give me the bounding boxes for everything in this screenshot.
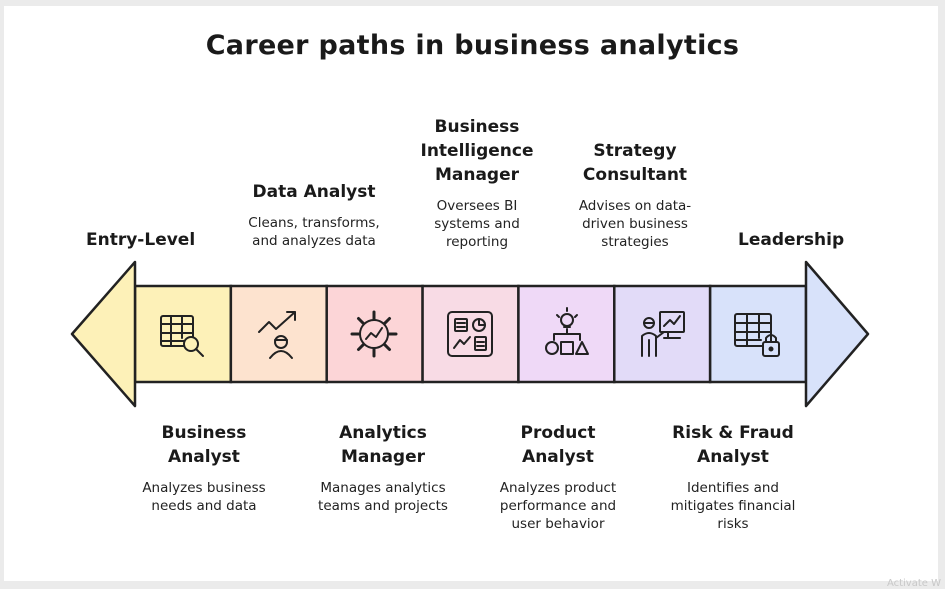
arrow-right-head	[804, 260, 870, 408]
role-description: Analyzes business needs and data	[142, 480, 266, 514]
role-title: Risk & Fraud Analyst	[672, 423, 794, 467]
leadership-label: Leadership	[738, 230, 845, 250]
role-data-analyst: Data Analyst Cleans, transforms, and ana…	[229, 180, 399, 250]
dashboard-icon	[447, 311, 493, 357]
gear-chart-icon	[350, 310, 398, 358]
role-description: Cleans, transforms, and analyzes data	[248, 215, 380, 249]
role-title: Analytics Manager	[339, 423, 427, 467]
role-strategy-consultant: Strategy Consultant Advises on data- dri…	[560, 139, 710, 251]
arrow-segments	[133, 284, 808, 384]
arrow-left-head	[70, 260, 137, 408]
role-description: Analyzes product performance and user be…	[499, 480, 617, 532]
role-description: Oversees BI systems and reporting	[434, 198, 520, 250]
person-growth-icon	[258, 311, 296, 359]
role-bi-manager: Business Intelligence Manager Oversees B…	[397, 115, 557, 251]
role-description: Identifies and mitigates financial risks	[670, 480, 796, 532]
presenter-chart-icon	[641, 311, 685, 357]
table-search-icon	[160, 315, 204, 357]
role-title: Product Analyst	[520, 423, 596, 467]
diagram-title: Career paths in business analytics	[205, 30, 740, 61]
role-description: Manages analytics teams and projects	[318, 480, 448, 514]
role-title: Strategy Consultant	[582, 141, 688, 185]
role-analytics-manager: Analytics Manager Manages analytics team…	[303, 421, 463, 515]
role-title: Business Intelligence Manager	[420, 117, 534, 185]
watermark-text: Activate W	[886, 578, 941, 589]
role-description: Advises on data- driven business strateg…	[578, 198, 692, 250]
lightbulb-shapes-icon	[545, 307, 589, 355]
role-risk-fraud-analyst: Risk & Fraud Analyst Identifies and miti…	[653, 421, 813, 533]
role-title: Data Analyst	[252, 182, 376, 202]
role-business-analyst: Business Analyst Analyzes business needs…	[126, 421, 282, 515]
arrow-segment-2	[229, 284, 328, 384]
entry-level-label: Entry-Level	[86, 230, 196, 250]
table-lock-icon	[734, 313, 780, 357]
role-title: Business Analyst	[161, 423, 247, 467]
role-product-analyst: Product Analyst Analyzes product perform…	[482, 421, 634, 533]
arrow-segment-3	[325, 284, 424, 384]
arrow-segment-4	[421, 284, 520, 384]
